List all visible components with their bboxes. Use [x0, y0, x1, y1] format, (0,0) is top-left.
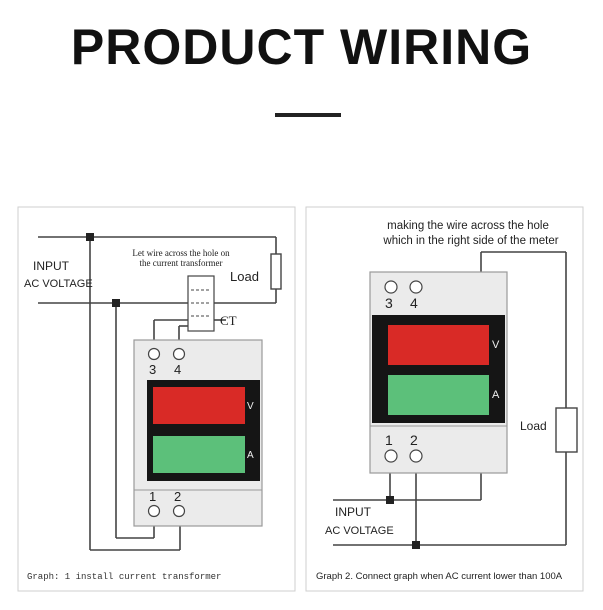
graph-2-frame — [305, 206, 584, 592]
graph-1-terminal-2-label: 2 — [174, 489, 181, 504]
graph-2-meter: V A 3 4 1 2 — [369, 271, 508, 474]
graph-2-load-label: Load — [520, 419, 547, 433]
graph-1-caption: Graph: 1 install current transformer — [27, 572, 221, 582]
graph-2-voltage-unit: V — [492, 339, 500, 351]
graph-2-input-label: INPUT — [335, 505, 372, 519]
graph-1-frame — [17, 206, 296, 592]
graph-1-terminal-3 — [147, 347, 161, 361]
graph-1-current-display — [153, 436, 245, 473]
graph-1-meter: V A 3 4 1 2 — [133, 339, 263, 527]
graph-1-load-label: Load — [230, 269, 259, 284]
graph-1-voltage-unit: V — [247, 401, 254, 412]
graph-2-ac-voltage-label: AC VOLTAGE — [325, 525, 394, 537]
graph-1-terminal-1-label: 1 — [149, 489, 156, 504]
graph-2-terminal-4-label: 4 — [410, 295, 418, 311]
graph-1-wires — [38, 236, 277, 551]
graph-1-terminal-4-label: 4 — [174, 362, 181, 377]
graph-1-terminal-3-label: 3 — [149, 362, 156, 377]
graph-2-terminal-1 — [384, 449, 398, 463]
graph-1-junction-bottom — [112, 299, 120, 307]
graph-1-terminal-4 — [172, 347, 186, 361]
graph-2-terminal-2-label: 2 — [410, 432, 418, 448]
graph-1-load-resistor — [270, 253, 282, 290]
graph-1-note-line-2: the current transformer — [140, 258, 223, 268]
graph-1-input-label: INPUT — [33, 259, 70, 273]
graph-2-terminal-3-label: 3 — [385, 295, 393, 311]
graph-2-caption: Graph 2. Connect graph when AC current l… — [316, 571, 563, 582]
graph-2-junction-top — [386, 496, 394, 504]
graph-2-voltage-display — [388, 325, 489, 365]
graph-2-junction-bottom — [412, 541, 420, 549]
graph-2-note-line-2: which in the right side of the meter — [382, 235, 558, 247]
graph-2-load-resistor — [555, 407, 578, 453]
graph-1-ct-label: CT — [220, 313, 237, 328]
graph-1: Load CT Let wire across the hole on the … — [17, 206, 296, 592]
graph-2-current-display — [388, 375, 489, 415]
graph-2-terminal-1-label: 1 — [385, 432, 393, 448]
graph-2-note-line-1: making the wire across the hole — [387, 220, 549, 232]
graph-2-current-unit: A — [492, 389, 500, 401]
page-title: PRODUCT WIRING — [70, 19, 533, 75]
graph-1-current-unit: A — [247, 450, 254, 461]
title-divider — [275, 113, 341, 117]
graph-1-voltage-display — [153, 387, 245, 424]
graph-1-terminal-2 — [172, 504, 186, 518]
graph-1-terminal-1 — [147, 504, 161, 518]
graph-2-terminal-2 — [409, 449, 423, 463]
graph-2: making the wire across the hole which in… — [305, 206, 584, 592]
graph-1-junction-top — [86, 233, 94, 241]
graph-2-wires — [333, 251, 567, 546]
graph-2-terminal-4 — [409, 280, 423, 294]
graph-1-note-line-1: Let wire across the hole on — [132, 248, 230, 258]
graph-2-terminal-3 — [384, 280, 398, 294]
graph-1-ac-voltage-label: AC VOLTAGE — [24, 278, 93, 290]
